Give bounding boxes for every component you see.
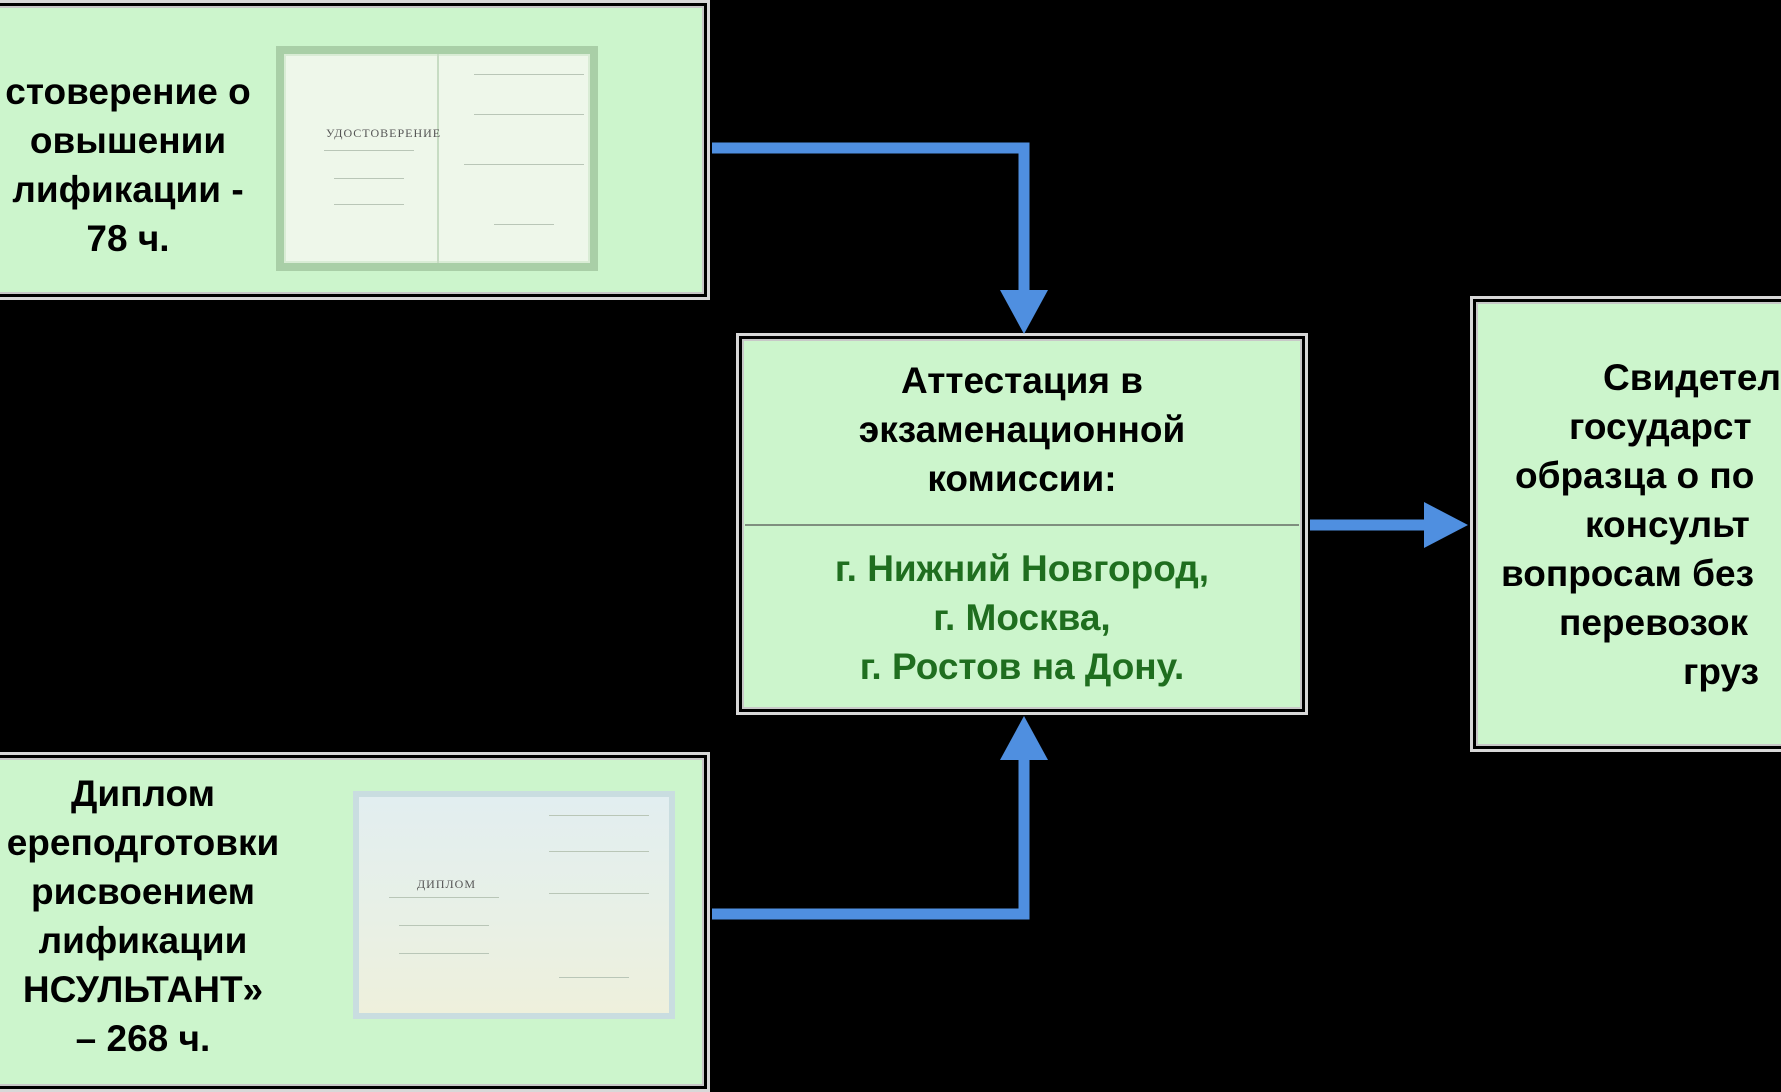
certificate-line-3: лификации - (12, 169, 244, 210)
certificate-doc-line (464, 164, 584, 165)
result-line-6: перевозок (1559, 602, 1749, 643)
result-text: Свидетел государст образца о по консульт… (1473, 353, 1781, 696)
result-line-3: образца о по (1515, 455, 1755, 496)
diploma-doc-line (559, 977, 629, 978)
certificate-spine (437, 54, 439, 263)
certificate-doc-line (494, 224, 554, 225)
attestation-title-line-1: Аттестация в (901, 360, 1143, 401)
certificate-doc-line (474, 74, 584, 75)
diploma-document-image: ДИПЛОМ (353, 791, 675, 1019)
result-line-1: Свидетел (1603, 357, 1781, 398)
attestation-divider (745, 524, 1299, 526)
city-rostov: г. Ростов на Дону. (859, 646, 1185, 687)
certificate-line-4: 78 ч. (86, 218, 170, 259)
attestation-cities: г. Нижний Новгород, г. Москва, г. Ростов… (739, 544, 1305, 691)
diploma-box: Диплом ереподготовки рисвоением лификаци… (0, 752, 710, 1092)
arrowhead-up (1000, 716, 1048, 760)
diploma-doc-line (389, 897, 499, 898)
arrowhead-right (1424, 502, 1468, 548)
result-line-4: консульт (1585, 504, 1750, 545)
certificate-doc-line (324, 150, 414, 151)
attestation-title-line-2: экзаменационной (858, 409, 1186, 450)
city-nizhny-novgorod: г. Нижний Новгород, (834, 548, 1210, 589)
certificate-line-2: овышении (29, 120, 227, 161)
diploma-line-4: лификации (38, 920, 248, 961)
result-box: Свидетел государст образца о по консульт… (1470, 296, 1781, 752)
certificate-doc-line (334, 178, 404, 179)
certificate-doc-line (334, 204, 404, 205)
result-line-5: вопросам без (1501, 553, 1755, 594)
result-line-7: груз (1683, 651, 1760, 692)
attestation-box: Аттестация в экзаменационной комиссии: г… (736, 333, 1308, 715)
diploma-doc-line (549, 815, 649, 816)
certificate-document-image: УДОСТОВЕРЕНИЕ (276, 46, 598, 271)
certificate-box: стоверение о овышении лификации - 78 ч. … (0, 0, 710, 300)
diploma-text: Диплом ереподготовки рисвоением лификаци… (0, 769, 293, 1063)
certificate-document-title: УДОСТОВЕРЕНИЕ (326, 126, 442, 140)
diploma-doc-line (549, 851, 649, 852)
diploma-line-3: рисвоением (31, 871, 255, 912)
diploma-doc-line (549, 893, 649, 894)
attestation-title-line-3: комиссии: (927, 458, 1117, 499)
arrow-diploma-to-attestation (712, 750, 1030, 920)
diploma-line-6: – 268 ч. (75, 1018, 211, 1059)
certificate-doc-line (474, 114, 584, 115)
arrow-certificate-to-attestation (712, 142, 1030, 300)
diploma-line-1: Диплом (71, 773, 215, 814)
diploma-doc-line (399, 925, 489, 926)
diploma-line-2: ереподготовки (6, 822, 280, 863)
diploma-doc-line (399, 953, 489, 954)
diploma-line-5: НСУЛЬТАНТ» (22, 969, 264, 1010)
arrowhead-down (1000, 290, 1048, 334)
attestation-title: Аттестация в экзаменационной комиссии: (739, 356, 1305, 503)
certificate-line-1: стоверение о (5, 71, 251, 112)
certificate-text: стоверение о овышении лификации - 78 ч. (0, 67, 263, 263)
result-line-2: государст (1569, 406, 1752, 447)
diploma-document-title: ДИПЛОМ (417, 877, 476, 891)
city-moscow: г. Москва, (933, 597, 1111, 638)
